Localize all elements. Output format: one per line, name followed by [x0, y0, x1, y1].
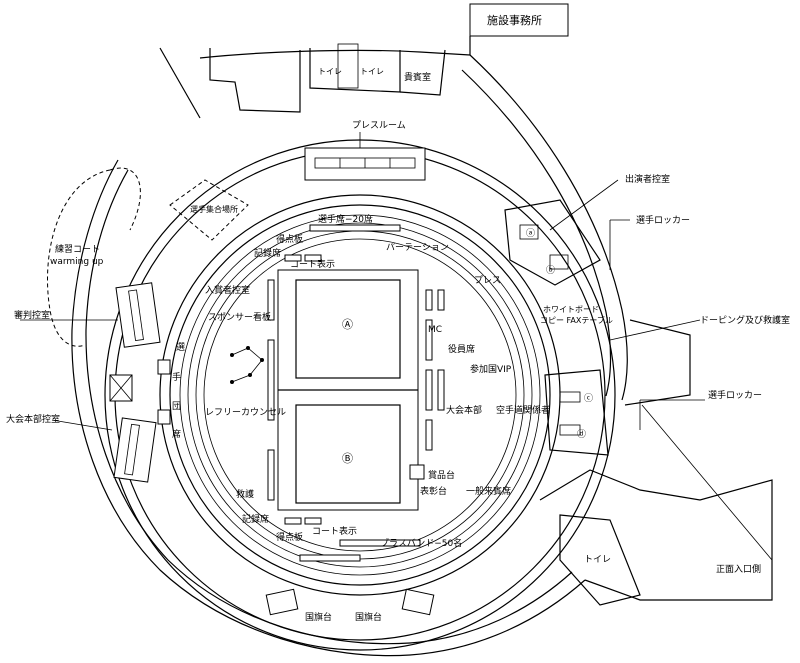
toilet-1-label: トイレ	[318, 67, 342, 76]
officials-label: 役員席	[448, 343, 475, 355]
player-seat-v4: 席	[172, 428, 181, 440]
brass-band-label: ブラスバンド−50名	[380, 537, 462, 549]
sponsor-board	[230, 346, 264, 384]
white-board-label: ホワイトボード	[543, 305, 599, 314]
locker-d-label: ⓓ	[577, 429, 586, 440]
record-seat-bottom-label: 記録席	[242, 513, 269, 525]
press-room-label: プレスルーム	[352, 120, 406, 131]
hq-room-label: 大会本部控室	[6, 413, 60, 425]
player-seats-20-label: 選手席−20席	[318, 213, 373, 225]
main-entrance-label: 正面入口側	[716, 563, 761, 575]
facility-office-box	[469, 3, 569, 37]
record-seat-top-label: 記録席	[254, 247, 281, 259]
scoreboard-top-label: 得点板	[276, 233, 303, 245]
court-display-top-label: コート表示	[290, 258, 335, 270]
player-assembly-label: 選手集合場所	[190, 204, 238, 214]
officials-tables	[409, 289, 445, 480]
court-display-bottom-label: コート表示	[312, 525, 357, 537]
sponsor-board-label: スポンサー看板	[208, 311, 271, 323]
entrance-area	[559, 404, 773, 606]
karate-staff-label: 空手道関係者	[496, 404, 550, 416]
referee-counsel-label: レフリーカウンセル	[205, 407, 286, 418]
copy-fax-label: コピー FAXテーブル	[540, 315, 613, 325]
court-area: Ⓐ Ⓑ	[267, 269, 419, 511]
court-b-label: Ⓑ	[342, 452, 353, 465]
court-a	[295, 279, 401, 379]
general-seats-label: 一般来賓席	[466, 485, 511, 497]
toilet-2-label: トイレ	[360, 67, 384, 76]
flag-stands	[265, 588, 435, 616]
vip-label: 参加国VIP	[470, 363, 512, 375]
court-b	[295, 404, 401, 504]
locker-a-label: ⓐ	[526, 228, 535, 239]
hq-label: 大会本部	[446, 404, 482, 416]
right-lockers: ⓐ ⓑ ⓒ ⓓ	[504, 199, 609, 456]
locker-c-label: ⓒ	[584, 393, 593, 404]
entrant-room-label: 入賞者控室	[205, 284, 250, 296]
warming-up-label: warming up	[50, 257, 104, 267]
toilet-3-label: トイレ	[584, 555, 611, 565]
prize-table-label: 賞品台	[428, 469, 455, 481]
player-seat-v3: 団	[172, 401, 181, 412]
player-seat-v1: 選	[176, 342, 185, 353]
scoreboard-bottom-label: 得点板	[276, 531, 303, 543]
scoreboards	[284, 224, 421, 562]
doping-label: ドーピング及び救護室	[700, 314, 790, 326]
left-stands	[109, 282, 171, 483]
assembly-and-practice: 選手集合場所 練習コート warming up	[47, 167, 249, 347]
rescue-label: 救護	[236, 488, 254, 500]
top-rooms: 施設事務所 トイレ トイレ 貴賓室	[209, 3, 569, 113]
press-room: プレスルーム	[304, 120, 426, 181]
player-locker-top-label: 選手ロッカー	[636, 214, 690, 226]
guest-room-label: 貴賓室	[404, 71, 431, 83]
labels: 出演者控室 選手ロッカー 選手席−20席 得点板 パーテーション 記録席 コート…	[6, 173, 790, 623]
mc-label: MC	[428, 325, 442, 335]
award-podium-label: 表彰台	[420, 485, 447, 497]
flag-stand-left-label: 国旗台	[305, 611, 332, 623]
leader-lines	[20, 179, 705, 431]
locker-b-label: ⓑ	[546, 265, 555, 276]
referee-room-label: 審判控室	[14, 309, 50, 321]
practice-court-label: 練習コート	[55, 243, 100, 255]
player-locker-right-label: 選手ロッカー	[708, 389, 762, 401]
press-label: プレス	[474, 275, 501, 286]
performer-room-label: 出演者控室	[625, 173, 670, 185]
facility-office-label: 施設事務所	[487, 13, 542, 27]
player-seat-v2: 手	[172, 371, 181, 383]
partition-label: パーテーション	[386, 242, 449, 253]
flag-stand-right-label: 国旗台	[355, 611, 382, 623]
court-a-label: Ⓐ	[342, 318, 353, 331]
